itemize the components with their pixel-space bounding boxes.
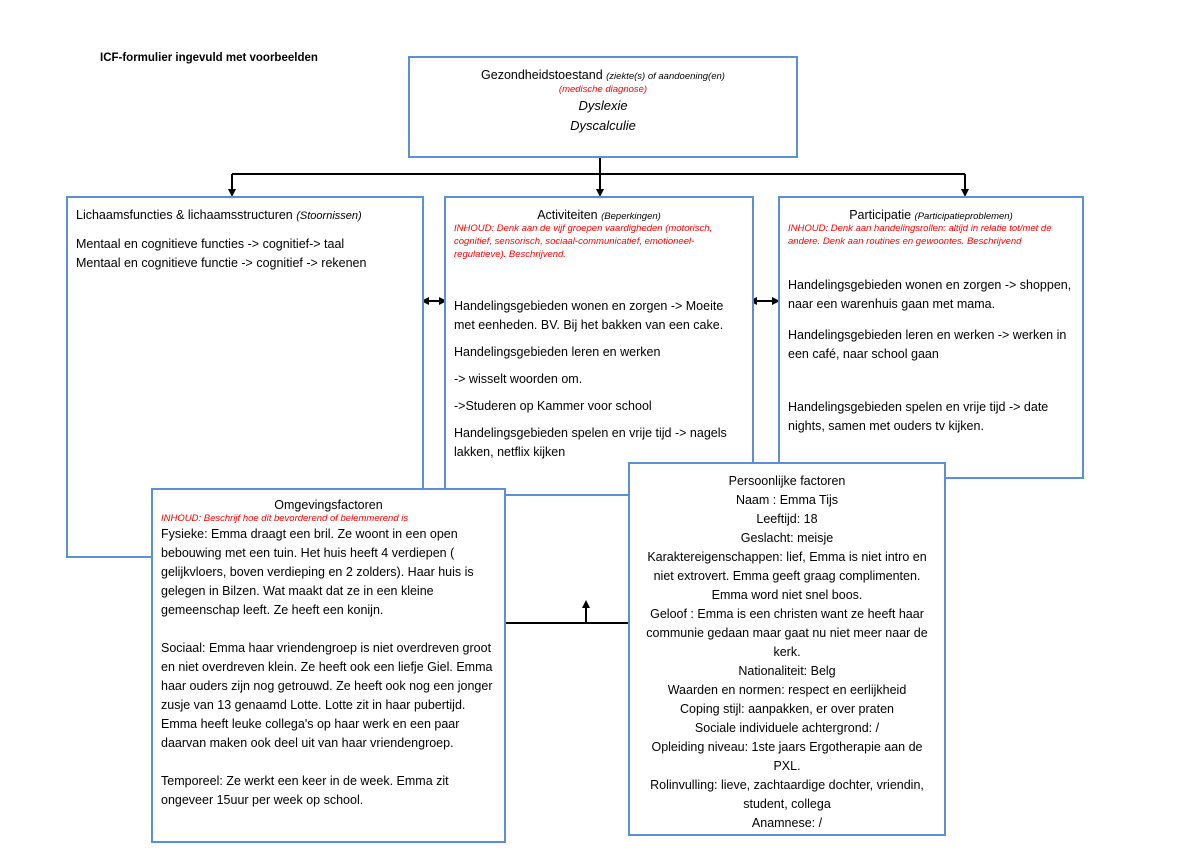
body-functions-title-sub: (Stoornissen) — [296, 210, 362, 222]
activities-line: Handelingsgebieden leren en werken — [454, 345, 661, 359]
activities-line: ->Studeren op Kammer voor school — [454, 399, 652, 413]
environment-title: Omgevingsfactoren — [274, 498, 383, 512]
page-title: ICF-formulier ingevuld met voorbeelden — [100, 52, 318, 64]
personal-line: Waarden en normen: respect en eerlijkhei… — [667, 683, 907, 697]
personal-line: Opleiding niveau: 1ste jaars Ergotherapi… — [651, 740, 923, 773]
participation-title: Participatie — [849, 208, 912, 222]
activities-title-sub: (Beperkingen) — [601, 211, 661, 222]
personal-line: Naam : Emma Tijs — [735, 493, 839, 507]
environment-fysiek: Fysieke: Emma draagt een bril. Ze woont … — [161, 527, 474, 617]
personal-factors-box: Persoonlijke factoren Naam : Emma Tijs L… — [628, 462, 946, 836]
health-title-sub: (ziekte(s) of aandoening(en) — [606, 71, 725, 82]
activities-line: -> wisselt woorden om. — [454, 372, 583, 386]
body-functions-title: Lichaamsfuncties & lichaamsstructuren — [76, 208, 293, 222]
personal-line: Karaktereigenschappen: lief, Emma is nie… — [647, 550, 927, 602]
participation-line: Handelingsgebieden leren en werken -> we… — [788, 328, 1067, 361]
personal-line: Geloof : Emma is een christen want ze he… — [646, 607, 928, 659]
health-item: Dyscalculie — [570, 118, 636, 133]
participation-line: Handelingsgebieden wonen en zorgen -> sh… — [788, 278, 1072, 311]
environment-instruction: INHOUD: Beschrijf hoe dit bevorderend of… — [161, 513, 409, 524]
health-condition-box: Gezondheidstoestand (ziekte(s) of aandoe… — [408, 56, 798, 158]
personal-title: Persoonlijke factoren — [728, 474, 846, 488]
personal-line: Geslacht: meisje — [740, 531, 834, 545]
environment-sociaal: Sociaal: Emma haar vriendengroep is niet… — [161, 641, 493, 712]
personal-line: Anamnese: / — [751, 816, 823, 830]
health-item: Dyslexie — [578, 98, 628, 113]
participation-box: Participatie (Participatieproblemen) INH… — [778, 196, 1084, 479]
activities-instruction: INHOUD: Denk aan de vijf groepen vaardig… — [454, 223, 713, 260]
activities-box: Activiteiten (Beperkingen) INHOUD: Denk … — [444, 196, 754, 496]
environment-collegas: Emma heeft leuke collega's op haar werk … — [161, 717, 460, 750]
activities-title: Activiteiten — [537, 208, 598, 222]
health-title: Gezondheidstoestand — [481, 68, 603, 82]
activities-line: Handelingsgebieden wonen en zorgen -> Mo… — [454, 299, 724, 332]
activities-line: Handelingsgebieden spelen en vrije tijd … — [454, 426, 727, 459]
health-subtitle: (medische diagnose) — [558, 84, 648, 95]
personal-line: Sociale individuele achtergrond: / — [694, 721, 880, 735]
personal-line: Leeftijd: 18 — [756, 512, 818, 526]
personal-line: Rolinvulling: lieve, zachtaardige dochte… — [650, 778, 924, 811]
participation-title-sub: (Participatieproblemen) — [914, 211, 1013, 222]
body-functions-line: Mentaal en cognitieve functies -> cognit… — [76, 237, 345, 251]
personal-line: Nationaliteit: Belg — [738, 664, 836, 678]
environment-box: Omgevingsfactoren INHOUD: Beschrijf hoe … — [151, 488, 506, 843]
body-functions-line: Mentaal en cognitieve functie -> cogniti… — [76, 256, 367, 270]
personal-line: Coping stijl: aanpakken, er over praten — [679, 702, 894, 716]
participation-instruction: INHOUD: Denk aan handelingsrollen: altij… — [788, 223, 1052, 247]
environment-temporeel: Temporeel: Ze werkt een keer in de week.… — [161, 774, 449, 807]
participation-line: Handelingsgebieden spelen en vrije tijd … — [788, 400, 1049, 433]
